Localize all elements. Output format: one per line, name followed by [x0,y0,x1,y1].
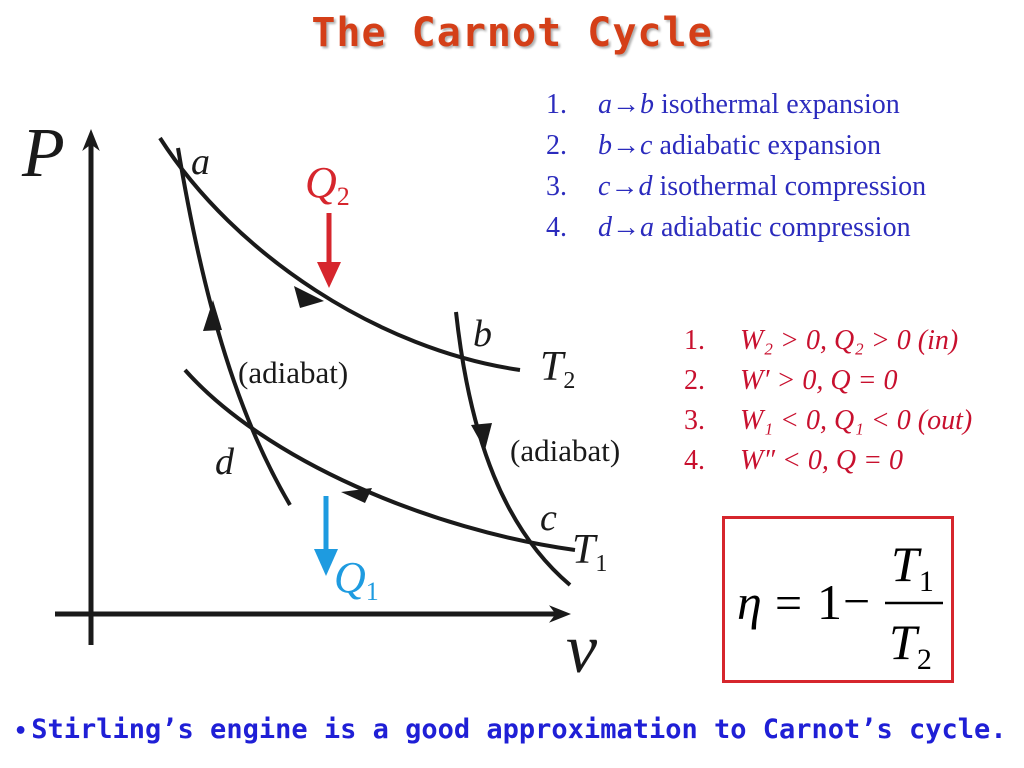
heat-in-arrow-head [317,262,341,288]
work-heat-item: 4.W″ < 0, Q = 0 [684,445,903,476]
adiabat-right-curve [454,311,572,587]
isotherm-hot-curve [158,136,521,372]
fraction-numerator: T1 [891,536,934,598]
point-a-label: a [191,141,210,183]
adiabat-left-label: (adiabat) [238,355,348,390]
efficiency-box: η = 1 − T1 T2 [722,516,954,683]
equals-sign: = [775,577,802,630]
work-heat-item: 1.W₂ > 0, Q₂ > 0 (in) [684,325,959,356]
slide-title: The Carnot Cycle [311,10,713,56]
work-heat-list: 1.W₂ > 0, Q₂ > 0 (in) 2.W′ > 0, Q = 0 3.… [684,321,972,481]
point-b-label: b [473,313,492,355]
isotherm-cold-curve [183,368,576,552]
heat-in-label: Q2 [305,158,350,211]
minus-sign: − [843,575,870,628]
point-d-label: d [215,441,235,483]
process-steps-list: 1.a→b isothermal expansion 2.b→c adiabat… [546,84,926,248]
arrow-a-to-b [294,286,324,308]
eta-symbol: η [737,574,762,630]
work-heat-item: 3.W₁ < 0, Q₁ < 0 (out) [684,405,973,436]
arrow-c-to-d [341,488,372,503]
heat-out-arrow-head [314,549,338,576]
process-step: 4.d→a adiabatic compression [546,212,911,243]
process-step: 2.b→c adiabatic expansion [546,130,882,161]
heat-out-label: Q1 [334,553,379,606]
process-step: 1.a→b isothermal expansion [546,89,900,120]
isotherm-cold-label: T1 [572,527,607,577]
one-digit: 1 [817,574,842,630]
adiabat-right-label: (adiabat) [510,433,620,468]
arrow-b-to-c [471,423,492,450]
arrow-d-to-a [203,300,222,331]
bottom-note: •Stirling’s engine is a good approximati… [14,714,1007,745]
work-heat-item: 2.W′ > 0, Q = 0 [684,365,898,396]
point-c-label: c [540,497,557,539]
efficiency-formula: η = 1 − T1 T2 [737,536,943,676]
v-axis-label: v [566,611,598,688]
process-step: 3.c→d isothermal compression [546,171,927,202]
fraction-denominator: T2 [889,614,932,676]
p-axis-label: P [21,115,65,192]
isotherm-hot-label: T2 [540,344,575,394]
adiabat-left-curve [176,147,292,507]
